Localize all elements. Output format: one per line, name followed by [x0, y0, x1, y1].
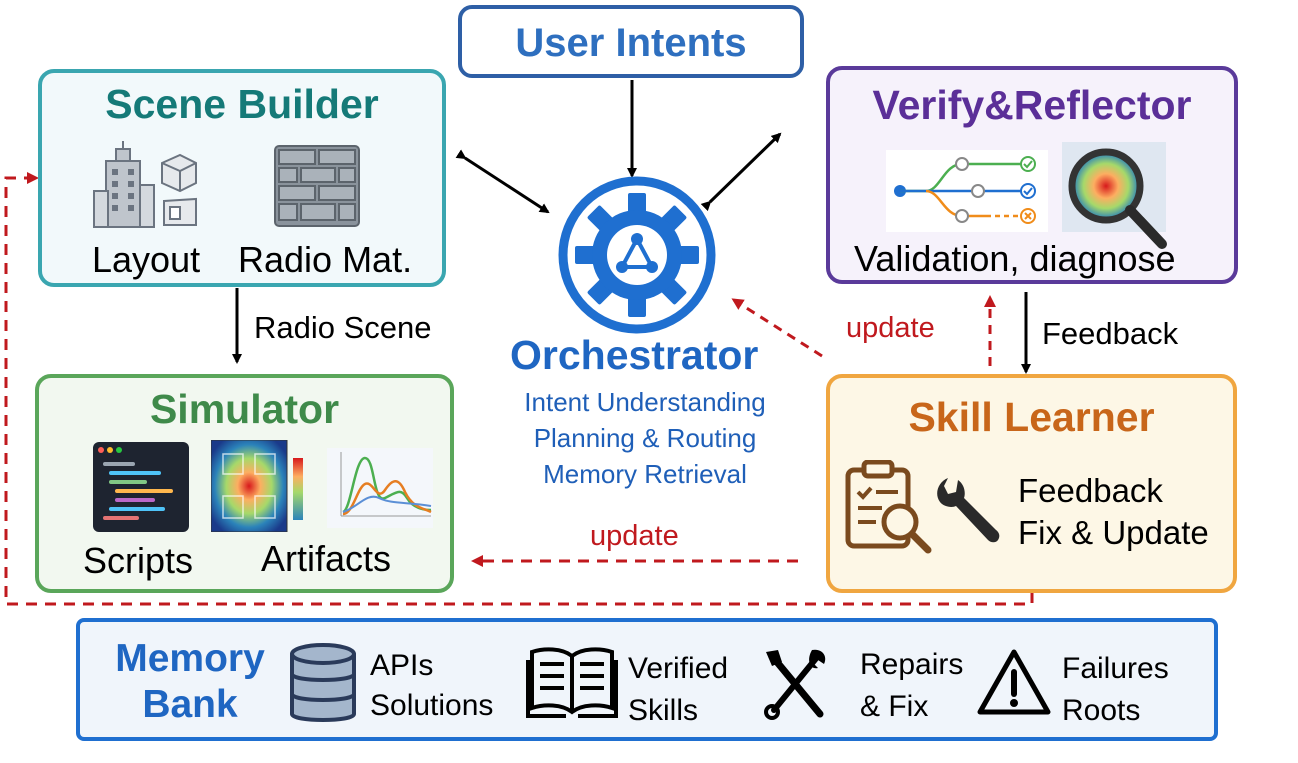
verify-subtitle: Validation, diagnose — [854, 238, 1176, 279]
orchestrator-line-1: Intent Understanding — [524, 387, 766, 417]
loop-skill-to-scene-builder — [4, 172, 1034, 606]
tools-cross-icon — [764, 649, 826, 720]
radio-scene-label: Radio Scene — [254, 310, 432, 345]
magnifier-heatmap-icon — [1062, 142, 1167, 249]
skill-feedback-label: Feedback — [1018, 472, 1163, 509]
update-label-top: update — [846, 312, 935, 344]
skill-learner-title: Skill Learner — [908, 394, 1155, 440]
open-book-icon — [526, 647, 618, 718]
verified-line-1: Verified — [628, 652, 729, 685]
database-icon — [290, 643, 356, 722]
skill-learner-text: Feedback Fix & Update — [1018, 470, 1209, 554]
verified-skills-label: Verified Skills — [628, 648, 728, 732]
repairs-line-1: Repairs — [860, 648, 964, 681]
heatmap-icon — [211, 440, 303, 532]
wrench-icon — [937, 478, 1000, 543]
skill-fix-update-label: Fix & Update — [1018, 514, 1209, 551]
simulator-box[interactable]: Simulator — [35, 374, 454, 593]
code-editor-icon — [93, 442, 189, 532]
user-intents-box[interactable]: User Intents — [458, 5, 804, 78]
memory-bank-title: Memory Bank — [102, 636, 278, 728]
simulator-title: Simulator — [149, 386, 340, 432]
radio-mat-label: Radio Mat. — [238, 239, 413, 280]
arrow-orchestrator-verify — [700, 132, 782, 212]
verify-reflector-title: Verify&Reflector — [872, 82, 1192, 128]
clipboard-search-icon — [845, 460, 932, 554]
layout-label: Layout — [92, 239, 201, 280]
arrow-skill-to-orchestrator-update — [731, 298, 823, 358]
orchestrator-title: Orchestrator — [510, 332, 759, 378]
orchestrator-line-3: Memory Retrieval — [543, 459, 747, 489]
orchestrator-gear-icon[interactable] — [558, 176, 716, 334]
failures-line-2: Roots — [1062, 694, 1141, 727]
artifacts-label: Artifacts — [261, 538, 392, 579]
brick-wall-icon — [274, 145, 360, 227]
building-icon — [93, 141, 197, 228]
orchestrator-line-2: Planning & Routing — [533, 423, 757, 453]
arrow-scene-orchestrator — [455, 149, 550, 214]
orchestrator-description: Intent Understanding Planning & Routing … — [490, 384, 800, 492]
feedback-edge-label: Feedback — [1042, 316, 1179, 351]
verified-line-2: Skills — [628, 694, 699, 727]
repairs-line-2: & Fix — [860, 690, 929, 723]
scripts-label: Scripts — [83, 540, 194, 581]
line-plot-icon — [327, 448, 433, 528]
scene-builder-title: Scene Builder — [105, 81, 379, 127]
memory-title-line-2: Bank — [142, 683, 238, 726]
failures-line-1: Failures — [1062, 652, 1169, 685]
repairs-fix-label: Repairs & Fix — [860, 644, 963, 728]
apis-solutions-label: APIs Solutions — [370, 646, 493, 726]
memory-bank-box[interactable]: Memory Bank APIs Solutions Verified Skil… — [76, 618, 1218, 741]
verify-reflector-box[interactable]: Verify&Reflector Validation, diagnose — [826, 66, 1238, 284]
scene-builder-box[interactable]: Scene Builder Layout Radio Mat. — [38, 69, 446, 287]
apis-line-1: APIs — [370, 649, 434, 682]
update-label-bottom: update — [590, 520, 679, 552]
apis-line-2: Solutions — [370, 689, 494, 722]
failures-roots-label: Failures Roots — [1062, 648, 1169, 732]
memory-title-line-1: Memory — [115, 637, 265, 680]
user-intents-title: User Intents — [515, 21, 747, 65]
validation-paths-icon — [886, 150, 1048, 232]
warning-icon — [977, 649, 1051, 715]
skill-learner-box[interactable]: Skill Learner Feedback Fix & Update — [826, 374, 1237, 593]
